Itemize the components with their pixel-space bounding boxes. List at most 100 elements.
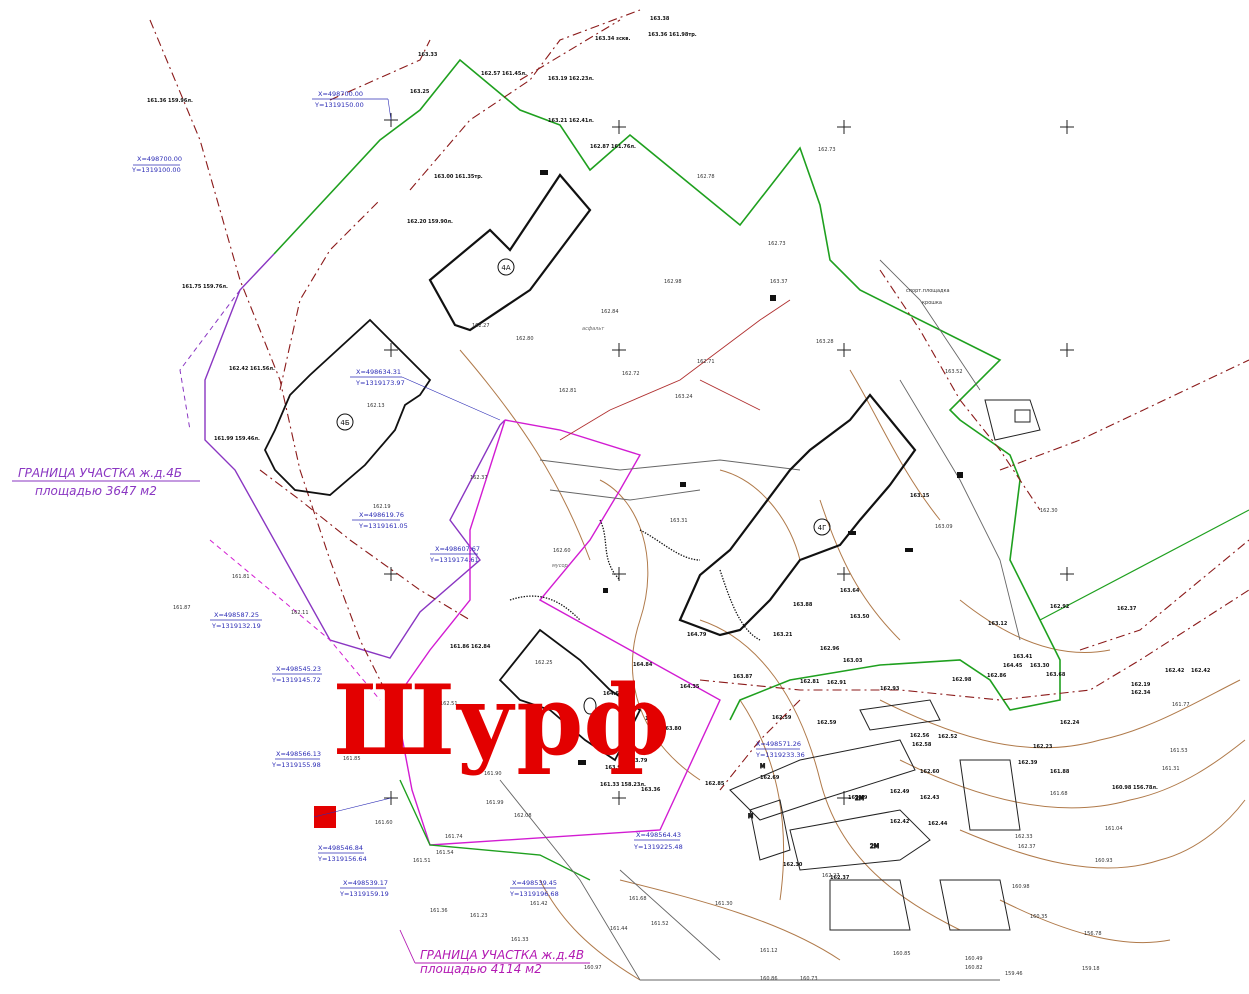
- elev-label: 162.44: [928, 821, 948, 827]
- elev-label: 162.25: [535, 660, 553, 666]
- elev-label: 163.37: [770, 279, 788, 285]
- coord-y: Y=1319155.98: [271, 761, 321, 769]
- pit-marker: [314, 806, 336, 828]
- building-4g-label: 4Г: [818, 524, 827, 532]
- elev-label: 162.43: [920, 795, 940, 801]
- elev-label: 162.73: [768, 241, 786, 247]
- elev-label: 162.37: [1117, 606, 1137, 612]
- kroshka-label: крошка: [922, 300, 942, 306]
- elev-label: 162.08: [514, 813, 532, 819]
- elev-label: 162.59: [772, 715, 792, 721]
- plot-4v-area: площадью 4114 м2: [420, 962, 542, 976]
- elev-label: 164.79: [687, 632, 707, 638]
- elev-label: 161.54: [436, 850, 454, 856]
- elev-label: 162.20 159.90л.: [407, 219, 453, 225]
- elev-label: 162.24: [1060, 720, 1080, 726]
- elev-label: 162.78: [697, 174, 715, 180]
- elev-label: 159.18: [1082, 966, 1100, 972]
- elev-label: 161.12: [760, 948, 778, 954]
- elev-label: 162.33: [1015, 834, 1033, 840]
- plot-boundary-4v-line: [394, 419, 721, 846]
- elev-label: 162.30: [1040, 508, 1058, 514]
- elev-label: 163.68: [1046, 672, 1066, 678]
- plot-boundary-4v-left-dash: [209, 539, 381, 701]
- elev-label: 162.57 161.45л.: [481, 71, 527, 77]
- elev-label: 162.58: [912, 742, 932, 748]
- elev-label: 161.88: [1050, 769, 1070, 775]
- elev-label: 161.90: [484, 771, 502, 777]
- elev-label: 163.21 162.41л.: [548, 118, 594, 124]
- elev-label: 163.25: [410, 89, 430, 95]
- elev-label: 161.68: [629, 896, 647, 902]
- elev-label: 162.42 161.56л.: [229, 366, 275, 372]
- elev-label: 161.52: [651, 921, 669, 927]
- plot-4b-area: площадью 3647 м2: [35, 484, 157, 498]
- elev-label: 163.91: [605, 765, 625, 771]
- elev-label: 162.42: [890, 819, 910, 825]
- green-utility-line: [1039, 509, 1249, 621]
- elev-label: 160.97: [584, 965, 602, 971]
- garage-label-4: М: [748, 813, 753, 820]
- elev-label: 162.73: [818, 147, 836, 153]
- elev-label: 164.14: [645, 716, 665, 722]
- elev-label: 160.85: [893, 951, 911, 957]
- elev-label: 161.44: [610, 926, 628, 932]
- elev-label: 163.19 162.23л.: [548, 76, 594, 82]
- elev-label: 164.69: [603, 691, 623, 697]
- elev-label: 162.87 161.76л.: [590, 144, 636, 150]
- elev-label: 162.42: [1191, 668, 1211, 674]
- building-4v: [498, 628, 642, 762]
- elev-label: 162.80: [516, 336, 534, 342]
- elev-label: 161.68: [1050, 791, 1068, 797]
- elev-label: 163.30: [1030, 663, 1050, 669]
- elev-label: 162.84: [601, 309, 619, 315]
- coord-y: Y=1319100.00: [131, 166, 181, 174]
- elev-label: 163.03: [843, 658, 863, 664]
- elev-label: 162.42: [1165, 668, 1185, 674]
- elev-label: 163.50: [850, 614, 870, 620]
- elev-label: 161.53: [1170, 748, 1188, 754]
- elev-label: 162.96: [820, 646, 840, 652]
- elev-label: 161.31: [1162, 766, 1180, 772]
- coord-x: X=498545.23: [276, 665, 321, 673]
- elev-label: 161.23: [470, 913, 488, 919]
- elev-label: 161.33: [511, 937, 529, 943]
- coord-x: X=498587.25: [214, 611, 259, 619]
- elev-label: 161.42: [530, 901, 548, 907]
- elev-label: 162.49: [848, 795, 868, 801]
- trash-label: мусор: [552, 563, 568, 569]
- coord-y: Y=1319196.68: [509, 890, 559, 898]
- building-4g: 4Г: [678, 393, 917, 637]
- elev-label: 162.81: [559, 388, 577, 394]
- building-4a: 4А: [428, 173, 592, 332]
- elev-label: 163.87: [733, 674, 753, 680]
- elev-label: 163.15: [910, 493, 930, 499]
- elev-label: 161.81: [232, 574, 250, 580]
- elev-label: 162.13: [367, 403, 385, 409]
- elev-label: 164.45: [1003, 663, 1023, 669]
- building-4b-label: 4Б: [340, 419, 349, 427]
- elev-label: 162.23: [1033, 744, 1053, 750]
- elev-label: 161.99 159.46л.: [214, 436, 260, 442]
- elev-label: 156.78: [1084, 931, 1102, 937]
- coord-y: Y=1319225.48: [633, 843, 683, 851]
- elev-label: 160.82: [965, 965, 983, 971]
- elev-label: 162.85: [705, 781, 725, 787]
- elev-label: 164.84: [633, 662, 653, 668]
- elev-label: 162.86: [987, 673, 1007, 679]
- plot-4b-title: ГРАНИЦА УЧАСТКА ж.д.4Б: [18, 466, 182, 480]
- elev-label: 163.80: [662, 726, 682, 732]
- coord-x: X=498539.45: [512, 879, 557, 887]
- coord-x: X=498700.00: [318, 90, 363, 98]
- garage-blocks: 2М 2М М М: [729, 399, 1041, 931]
- elev-label: 163.88: [793, 602, 813, 608]
- elevation-labels: 161.36 159.96л. 161.75 159.76л. 163.33 1…: [147, 16, 1211, 982]
- coord-x: X=498607.67: [435, 545, 480, 553]
- elev-label: 160.98: [1012, 884, 1030, 890]
- elev-label: 161.87: [173, 605, 191, 611]
- elev-label: 161.74: [445, 834, 463, 840]
- elev-label: 162.51: [440, 701, 458, 707]
- elev-label: 163.34 зскв.: [595, 36, 630, 42]
- elev-label: 159.46: [1005, 971, 1023, 977]
- elev-label: 162.52: [938, 734, 958, 740]
